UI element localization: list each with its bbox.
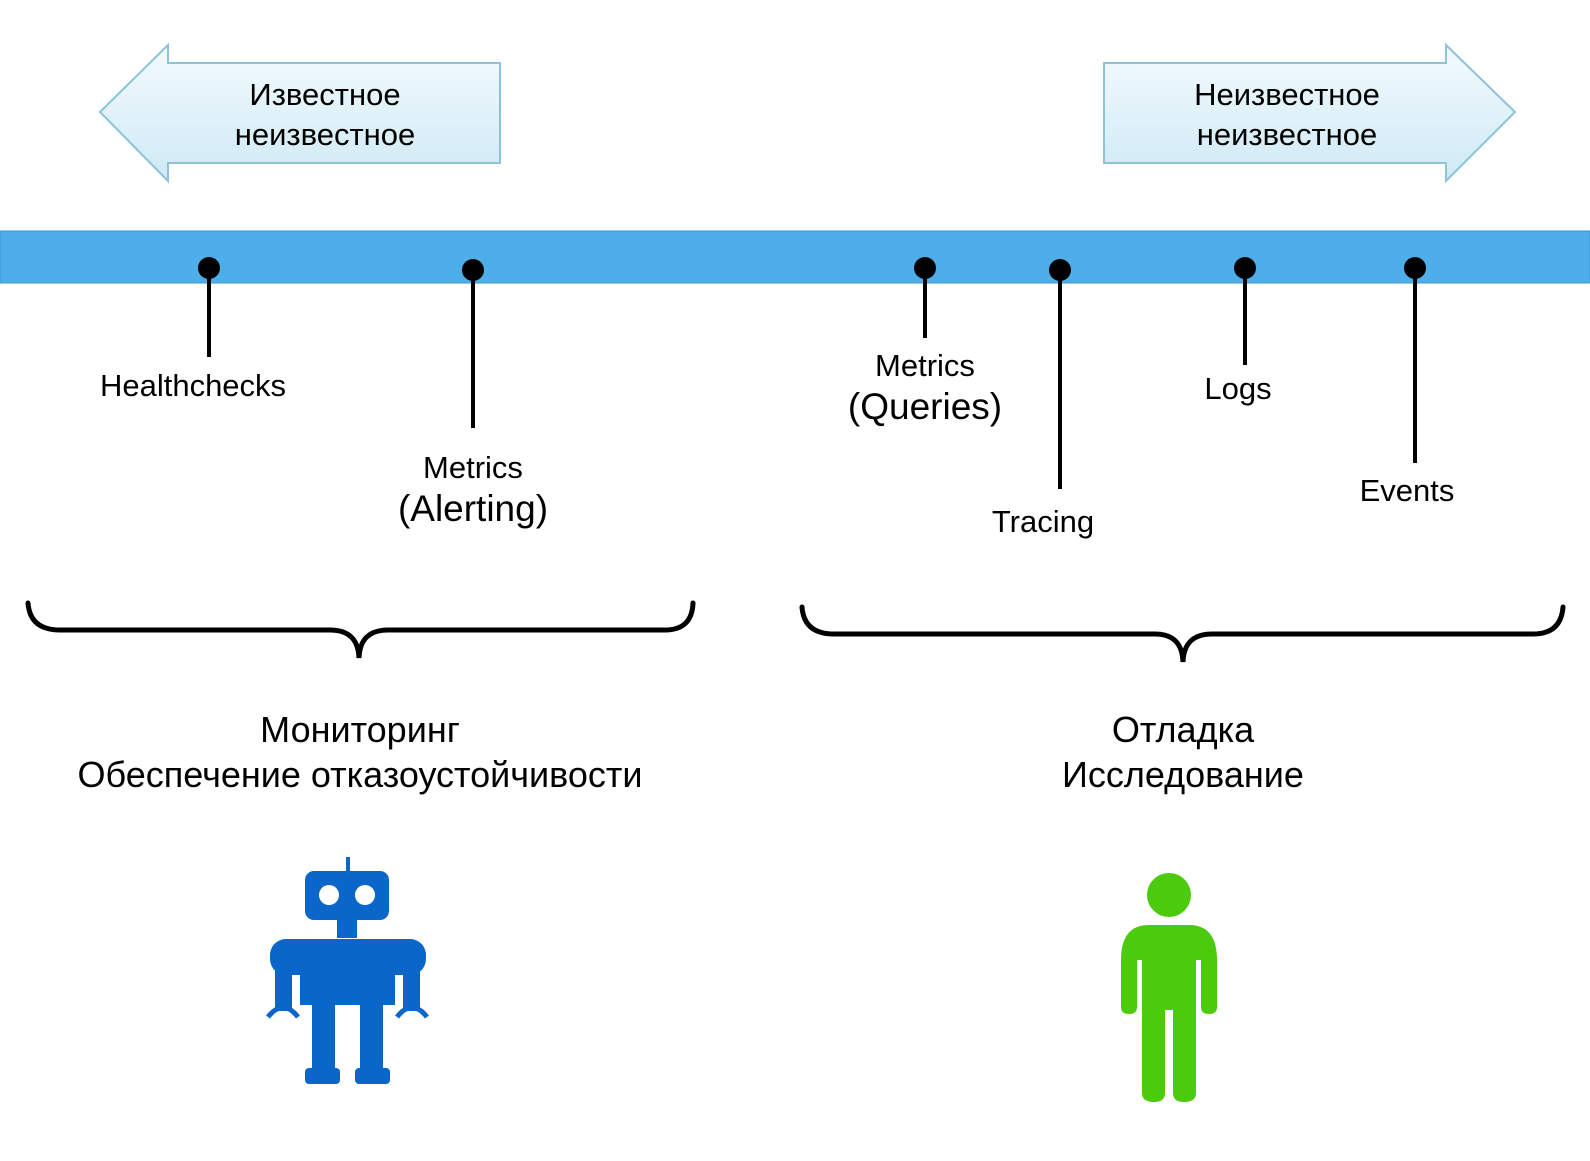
left-arrow-shape [98,42,501,184]
right-arrow-label-line2: неизвестное [1196,117,1378,152]
label-healthchecks-text: Healthchecks [99,368,287,403]
label-logs: Logs [1158,370,1318,408]
right-arrow-label-line1: Неизвестное [1194,77,1380,112]
tick-metrics-queries [914,257,936,338]
right-arrow-label: Неизвестное неизвестное [1087,75,1487,155]
group-label-monitoring: Мониторинг Обеспечение отказоустойчивост… [40,707,680,797]
label-metrics-queries: Metrics (Queries) [805,347,1045,429]
left-arrow-label: Известное неизвестное [125,75,525,155]
tick-metrics-alerting [462,259,484,428]
tick-tracing [1049,259,1071,489]
label-logs-text: Logs [1204,371,1272,406]
group-label-debugging-line2: Исследование [1062,754,1304,795]
robot-icon [266,857,429,1084]
tick-logs [1234,257,1256,365]
left-brace [25,600,696,659]
label-metrics-alerting-line1: Metrics [423,450,523,485]
right-arrow-shape [1103,42,1517,184]
label-metrics-alerting-line2: (Alerting) [397,488,549,529]
tick-events [1404,257,1426,463]
tick-healthchecks [198,257,220,357]
label-events: Events [1317,472,1497,510]
label-tracing-text: Tracing [991,504,1095,539]
group-label-monitoring-line1: Мониторинг [260,709,460,750]
group-label-debugging: Отладка Исследование [983,707,1383,797]
label-metrics-queries-line1: Metrics [875,348,975,383]
person-icon [1121,873,1217,1102]
timeline-band [0,230,1590,284]
left-arrow-label-line1: Известное [249,77,401,112]
group-label-debugging-line1: Отладка [1111,709,1255,750]
label-metrics-queries-line2: (Queries) [847,386,1003,427]
label-healthchecks: Healthchecks [63,367,323,405]
label-tracing: Tracing [943,503,1143,541]
right-brace [799,604,1566,663]
left-arrow-label-line2: неизвестное [234,117,416,152]
group-label-monitoring-line2: Обеспечение отказоустойчивости [77,754,643,795]
label-events-text: Events [1359,473,1455,508]
label-metrics-alerting: Metrics (Alerting) [353,449,593,531]
